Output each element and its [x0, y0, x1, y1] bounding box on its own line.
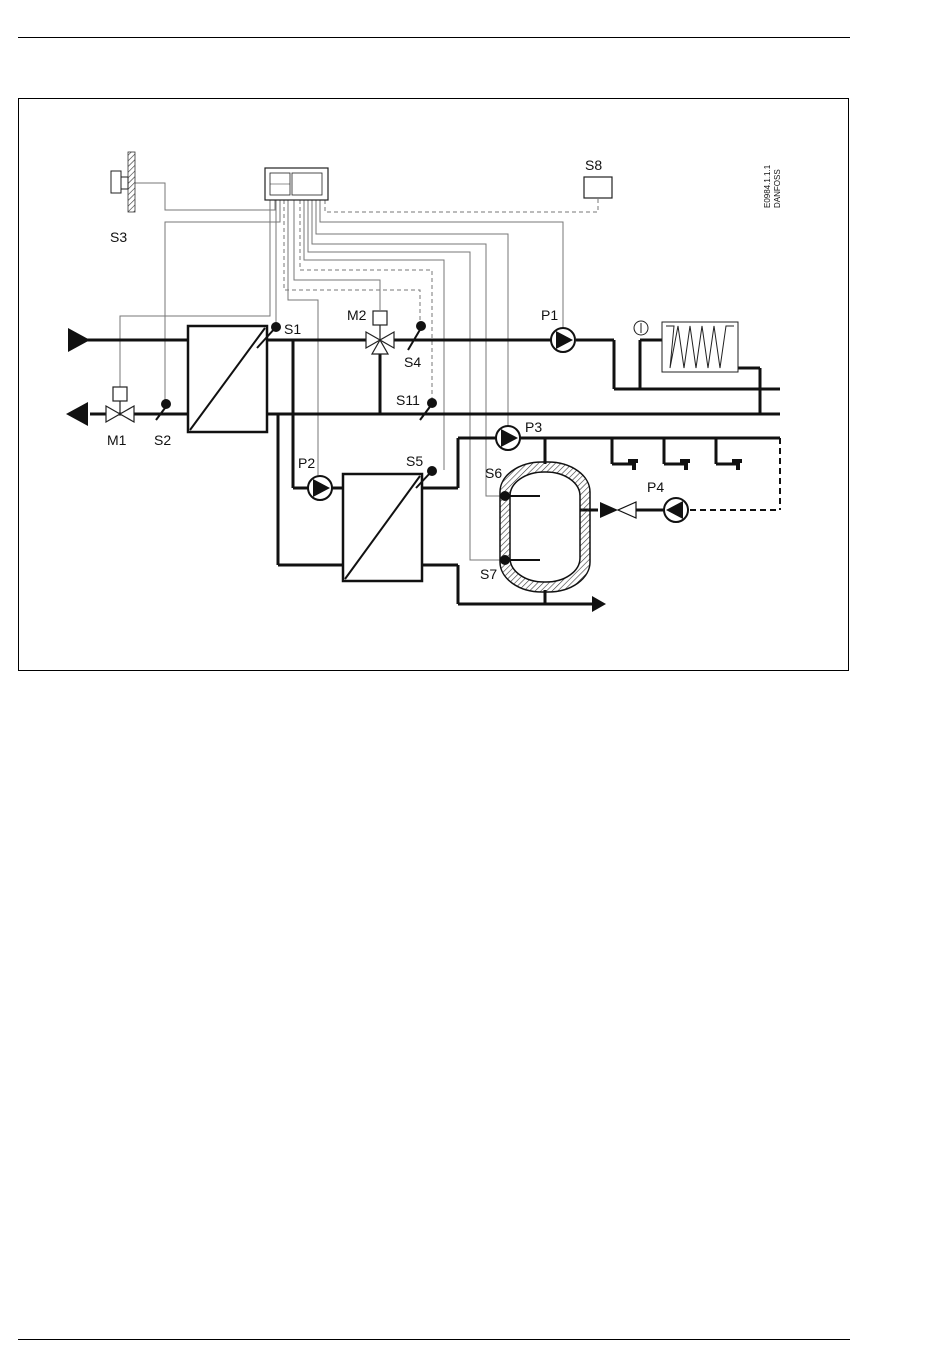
check-valve-icon	[600, 502, 636, 518]
dhw-secondary-circuit	[422, 438, 780, 612]
drawing-code-brand: DANFOSS	[773, 169, 782, 208]
heat-exchanger-dhw	[343, 474, 422, 581]
label-s4: S4	[404, 354, 421, 370]
sensor-s4	[408, 321, 426, 350]
label-m2: M2	[347, 307, 367, 323]
hot-water-tank-icon	[500, 462, 590, 592]
sensor-s2	[156, 399, 171, 420]
sensor-s7	[500, 555, 510, 565]
label-p3: P3	[525, 419, 542, 435]
pump-p4	[664, 498, 688, 522]
valve-m2	[366, 311, 394, 354]
drawing-code: E0984.1.1.1 DANFOSS	[763, 164, 782, 208]
label-s6: S6	[485, 465, 502, 481]
label-s2: S2	[154, 432, 171, 448]
label-s7: S7	[480, 566, 497, 582]
label-s8: S8	[585, 157, 602, 173]
label-p2: P2	[298, 455, 315, 471]
valve-m1	[106, 387, 134, 422]
pump-p3	[496, 426, 520, 450]
label-s5: S5	[406, 453, 423, 469]
sensor-s8	[584, 177, 612, 198]
label-p4: P4	[647, 479, 664, 495]
label-s1: S1	[284, 321, 301, 337]
pump-p2	[308, 476, 332, 500]
drawing-code-number: E0984.1.1.1	[763, 164, 772, 208]
heat-exchanger-heating	[188, 326, 267, 432]
label-p1: P1	[541, 307, 558, 323]
pump-p1	[551, 328, 575, 352]
label-s3: S3	[110, 229, 127, 245]
label-s11: S11	[396, 392, 420, 408]
sensor-s11	[420, 398, 437, 420]
footer-rule	[18, 1339, 850, 1340]
sensor-s6	[500, 491, 510, 501]
label-m1: M1	[107, 432, 127, 448]
radiator-icon	[634, 321, 738, 372]
controller-icon	[265, 168, 328, 200]
outdoor-sensor-icon	[111, 152, 135, 212]
